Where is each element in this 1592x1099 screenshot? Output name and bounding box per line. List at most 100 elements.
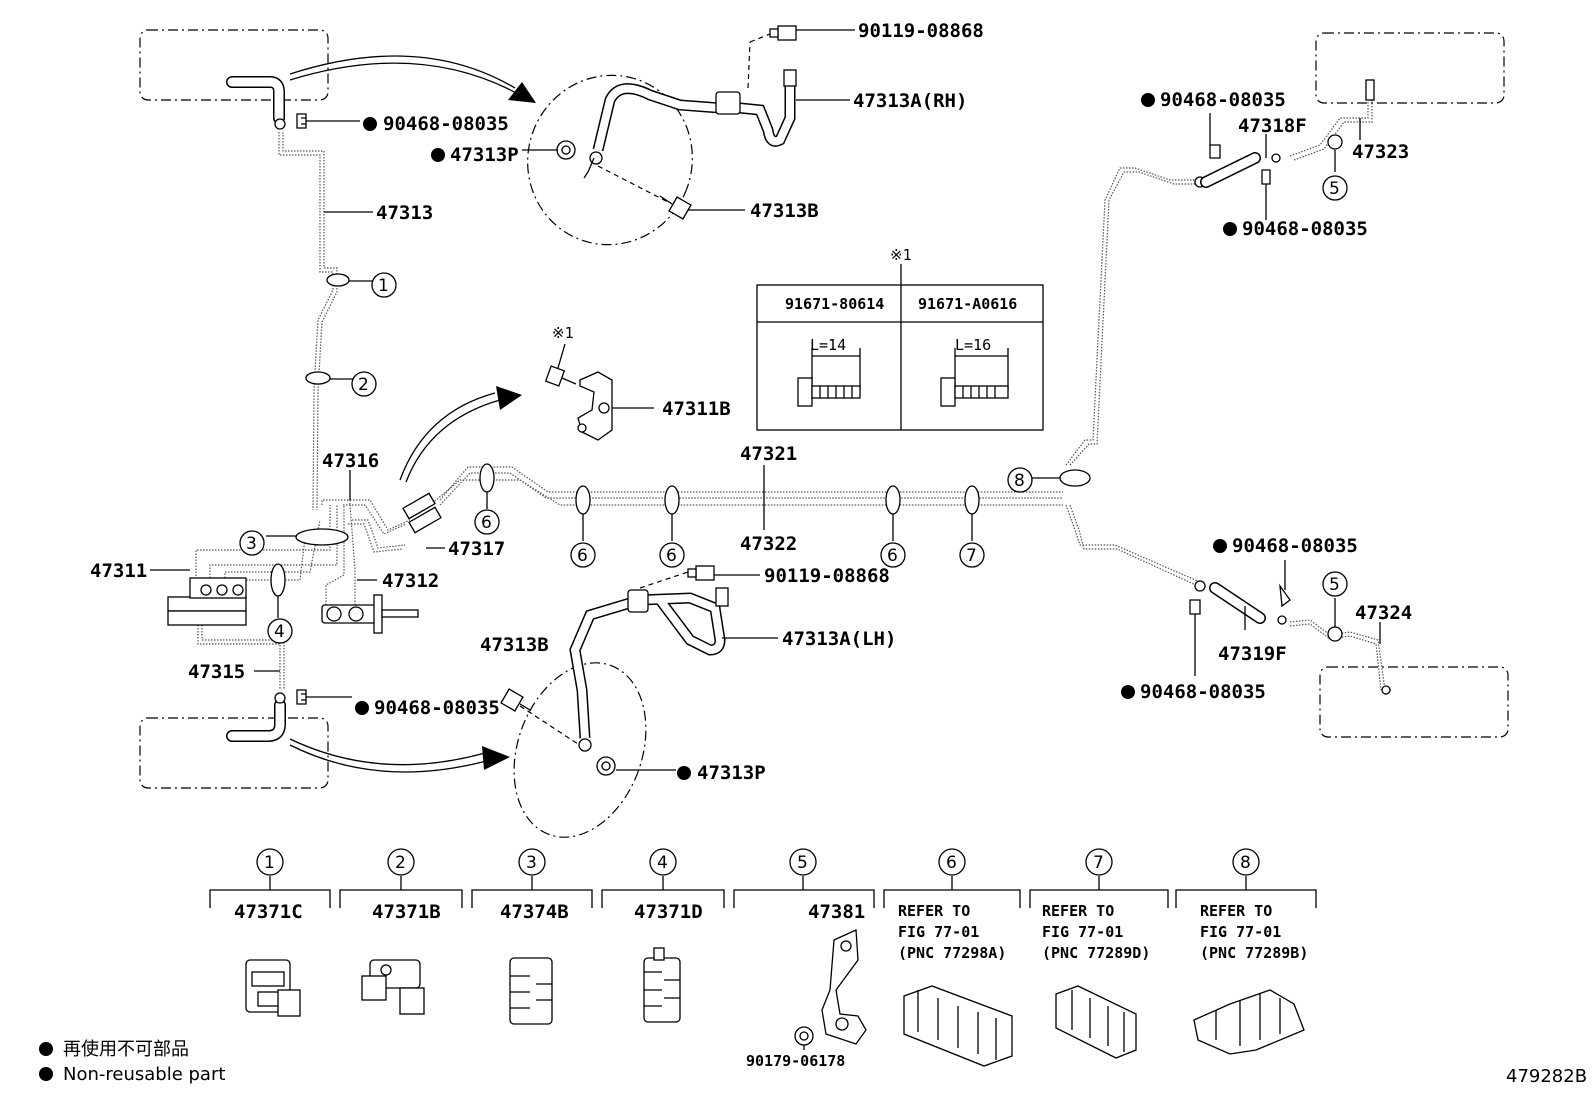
svg-text:4: 4 xyxy=(657,853,668,873)
callout-2: 2 xyxy=(351,371,377,397)
callout-6: 6 xyxy=(880,542,906,568)
part-label-47311: 47311 xyxy=(90,560,147,582)
callout-4: 4 xyxy=(267,618,293,644)
callout-1: 1 xyxy=(371,272,397,298)
part-label-47313B: 47313B xyxy=(480,634,549,656)
legend-part-47371C: 47371C xyxy=(234,901,303,923)
brake-pipe-47322 xyxy=(429,479,1063,506)
non-reusable-dot xyxy=(355,701,369,715)
part-label-47322: 47322 xyxy=(740,533,797,555)
svg-text:6: 6 xyxy=(577,546,588,566)
note-dot xyxy=(39,1067,53,1081)
table-col2-length: L=16 xyxy=(955,336,991,354)
non-reusable-dot xyxy=(1141,93,1155,107)
gasket-icon xyxy=(596,756,616,776)
clamp-77298A-icon xyxy=(903,985,1013,1067)
clamp-47371C-icon xyxy=(245,959,301,1017)
table-ref-mark: ※1 xyxy=(890,246,912,264)
part-label-47313: 47313 xyxy=(376,202,433,224)
union-bolt-icon xyxy=(769,25,797,41)
legend-part-47371D: 47371D xyxy=(634,901,703,923)
brake-pipe-47321 xyxy=(439,466,1063,506)
legend-refer-7-line3: (PNC 77289D) xyxy=(1042,944,1150,962)
bolt-length-table: ※1 91671-80614 91671-A0616 L=14 L=16 xyxy=(756,246,1044,431)
callout-7: 7 xyxy=(959,542,985,568)
svg-text:5: 5 xyxy=(1329,179,1340,199)
part-label-90468-08035: 90468-08035 xyxy=(1242,218,1368,240)
detail-ellipse-rh xyxy=(527,74,693,246)
bolt-icon xyxy=(500,688,531,712)
fitting xyxy=(274,118,286,130)
part-label-47323: 47323 xyxy=(1352,141,1409,163)
brake-pipe-to-47318F xyxy=(1065,167,1205,466)
non-reusable-dot xyxy=(1121,685,1135,699)
fitting xyxy=(1194,580,1206,592)
brake-pipe-47317 xyxy=(348,519,406,553)
svg-text:2: 2 xyxy=(358,375,369,395)
callout-5: 5 xyxy=(1322,175,1348,201)
legend-callout-1: 1 xyxy=(256,848,284,876)
legend-refer-7-line1: REFER TO xyxy=(1042,902,1114,920)
brake-pipe-to-47319F xyxy=(1065,504,1201,587)
part-label-47313P: 47313P xyxy=(450,144,519,166)
note-jp: 再使用不可部品 xyxy=(63,1039,189,1060)
master-cylinder-icon xyxy=(167,577,419,634)
callout-5: 5 xyxy=(1322,571,1348,597)
legend-callout-6: 6 xyxy=(938,848,966,876)
flex-hose-47313A-rh xyxy=(589,69,797,165)
svg-text:7: 7 xyxy=(966,546,977,566)
legend-refer-7-line2: FIG 77-01 xyxy=(1042,923,1123,941)
arrow-icon xyxy=(399,386,522,483)
flex-hose-rh-lower xyxy=(583,157,595,179)
leader-dash xyxy=(597,165,669,203)
bolt-icon xyxy=(940,377,1009,407)
clamp-47371D-icon xyxy=(643,947,681,1023)
svg-text:2: 2 xyxy=(395,853,406,873)
callout-6: 6 xyxy=(659,542,685,568)
leader-dash xyxy=(519,705,579,745)
non-reusable-dot xyxy=(677,766,691,780)
clamp-77289D-icon xyxy=(1055,985,1137,1059)
svg-text:5: 5 xyxy=(1329,575,1340,595)
non-reusable-dot xyxy=(1223,222,1237,236)
fitting xyxy=(274,692,286,704)
leader-dash xyxy=(749,33,771,43)
part-label-90468-08035: 90468-08035 xyxy=(383,113,509,135)
part-label-47324: 47324 xyxy=(1355,602,1412,624)
table-col2-part: 91671-A0616 xyxy=(918,295,1017,313)
arrow-icon xyxy=(289,738,510,773)
clamp-77289B-icon xyxy=(1193,989,1305,1055)
svg-text:4: 4 xyxy=(274,622,285,642)
brake-pipe-47323 xyxy=(1289,100,1373,161)
bolt-icon xyxy=(659,195,692,220)
part-label-47311B: 47311B xyxy=(662,398,731,420)
svg-text:1: 1 xyxy=(378,276,389,296)
figure-id: 479282B xyxy=(1506,1066,1587,1087)
part-label-47316: 47316 xyxy=(322,450,379,472)
leader-dash xyxy=(639,571,689,589)
legend-refer-6-line1: REFER TO xyxy=(898,902,970,920)
bracket-47311B-icon xyxy=(544,365,613,441)
leader-dash xyxy=(747,41,751,89)
hose-stub-bottom-left-inner xyxy=(227,700,285,741)
svg-text:1: 1 xyxy=(264,853,275,873)
svg-text:5: 5 xyxy=(797,853,808,873)
legend-part-47381: 47381 xyxy=(808,901,865,923)
table-col1-part: 91671-80614 xyxy=(785,295,884,313)
union-bolt-icon xyxy=(687,565,715,581)
caliper-area-box-bottom-left xyxy=(139,717,329,789)
legend-part-47371B: 47371B xyxy=(372,901,441,923)
legend-refer-8-line2: FIG 77-01 xyxy=(1200,923,1281,941)
wheel-area-box-top-right xyxy=(1315,32,1505,104)
callout-8: 8 xyxy=(1007,467,1033,493)
caliper-area-box-top-left xyxy=(139,29,329,101)
part-label-90119-08868: 90119-08868 xyxy=(764,565,890,587)
callout-3: 3 xyxy=(239,530,265,556)
detail-ellipse-lh xyxy=(513,662,647,838)
brake-pipe-47313 xyxy=(278,132,338,511)
callout-6: 6 xyxy=(474,509,500,535)
clamp-47374B-icon xyxy=(509,957,553,1025)
part-label-90468-08035: 90468-08035 xyxy=(1160,89,1286,111)
svg-text:6: 6 xyxy=(666,546,677,566)
union-47318F-icon xyxy=(1200,144,1281,188)
